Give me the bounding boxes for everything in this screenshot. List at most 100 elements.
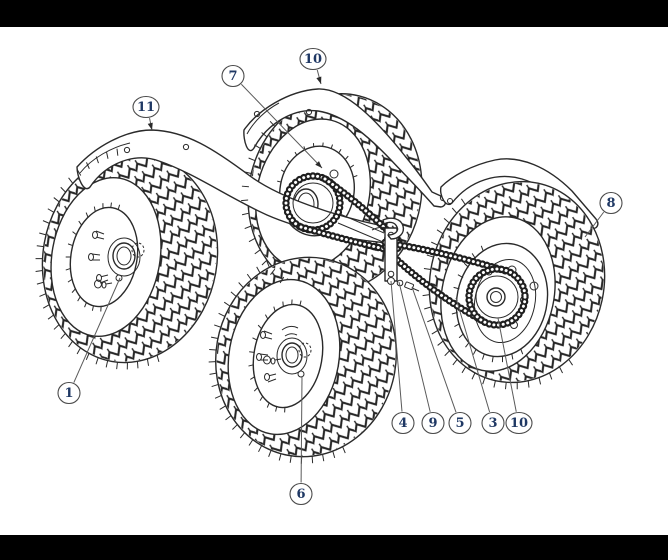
callout-1: 1	[57, 277, 121, 405]
edge-tick	[345, 155, 349, 160]
edge-tick	[39, 293, 47, 297]
edge-tick	[91, 305, 94, 311]
edge-tick	[225, 415, 232, 421]
edge-tick	[286, 159, 291, 164]
edge-tick	[249, 351, 255, 353]
edge-tick	[67, 278, 73, 283]
callout-number: 6	[296, 487, 305, 502]
edge-tick	[76, 347, 81, 355]
edge-tick	[436, 229, 444, 235]
edge-tick	[214, 394, 222, 399]
edge-tick	[458, 333, 464, 339]
edge-tick	[106, 151, 109, 159]
callout-number: 10	[510, 416, 528, 431]
callout-circle	[505, 411, 533, 435]
edge-tick	[424, 306, 432, 310]
leader-line	[455, 297, 491, 413]
edge-tick	[454, 323, 460, 327]
edge-tick	[259, 396, 264, 401]
edge-tick	[60, 333, 66, 340]
edge-tick	[117, 204, 121, 210]
edge-tick	[461, 198, 466, 205]
edge-tick	[493, 380, 496, 388]
edge-tick	[211, 383, 219, 388]
edge-tick	[353, 175, 358, 178]
edge-tick	[36, 245, 44, 248]
callout-circle	[221, 64, 245, 88]
leader-arrowhead	[147, 122, 153, 130]
callout-4: 4	[390, 280, 415, 435]
edge-tick	[86, 162, 90, 169]
edge-tick	[71, 288, 76, 293]
edge-tick	[527, 380, 530, 388]
edge-tick	[342, 446, 346, 454]
leader-line	[73, 277, 121, 383]
edge-tick	[146, 358, 150, 366]
edge-tick	[322, 142, 324, 147]
bottom-center-hub	[256, 325, 312, 383]
edge-tick	[275, 406, 278, 412]
edge-tick	[241, 212, 250, 216]
edge-tick	[322, 454, 325, 462]
letterbox-bottom	[0, 535, 668, 560]
edge-tick	[268, 450, 272, 458]
edge-tick	[299, 300, 302, 306]
edge-tick	[254, 249, 261, 255]
edge-tick	[332, 450, 336, 458]
jackshaft-link-bar	[384, 227, 398, 282]
edge-tick	[453, 286, 460, 290]
leader-line	[411, 286, 457, 413]
callout-3: 3	[455, 297, 505, 435]
edge-tick	[248, 157, 256, 162]
edge-tick	[241, 199, 249, 202]
bottom-center-wheel	[210, 252, 405, 467]
edge-tick	[256, 266, 261, 274]
edge-tick	[53, 197, 60, 203]
edge-tick	[444, 350, 450, 357]
edge-tick	[116, 362, 118, 370]
edge-tick	[105, 360, 109, 368]
leader-line	[390, 280, 403, 412]
edge-tick	[72, 231, 77, 236]
edge-tick	[451, 207, 458, 214]
edge-tick	[95, 156, 99, 164]
edge-tick	[279, 276, 285, 284]
edge-tick	[53, 324, 60, 330]
leader-line	[300, 375, 303, 483]
edge-tick	[431, 329, 439, 335]
edge-tick	[548, 372, 553, 380]
leader-arrowhead	[316, 76, 322, 84]
edge-tick	[558, 366, 563, 374]
edge-tick	[246, 273, 252, 281]
edge-tick	[248, 237, 256, 243]
edge-tick	[422, 294, 430, 297]
callout-circle	[481, 411, 505, 435]
edge-tick	[437, 340, 444, 346]
edge-tick	[248, 439, 254, 446]
callout-8: 8	[584, 191, 623, 238]
edge-tick	[257, 324, 262, 330]
callout-number: 3	[488, 416, 497, 431]
edge-tick	[280, 169, 285, 173]
edge-tick	[84, 302, 87, 308]
edge-tick	[230, 291, 237, 297]
fender-bolt	[182, 143, 190, 151]
edge-tick	[35, 269, 43, 272]
fender-end-curl	[382, 217, 405, 240]
leader-line	[240, 83, 323, 169]
edge-tick	[511, 353, 514, 360]
edge-tick	[78, 220, 83, 226]
leader-line	[398, 281, 431, 412]
fender-bolt	[123, 146, 131, 154]
edge-tick	[451, 311, 458, 315]
callout-7: 7	[221, 64, 323, 169]
edge-tick	[209, 348, 217, 351]
loose-bolt	[94, 279, 102, 289]
edge-tick	[472, 349, 477, 355]
edge-tick	[250, 376, 255, 380]
edge-tick	[568, 359, 573, 366]
edge-tick	[338, 148, 342, 153]
callout-number: 4	[398, 416, 407, 431]
